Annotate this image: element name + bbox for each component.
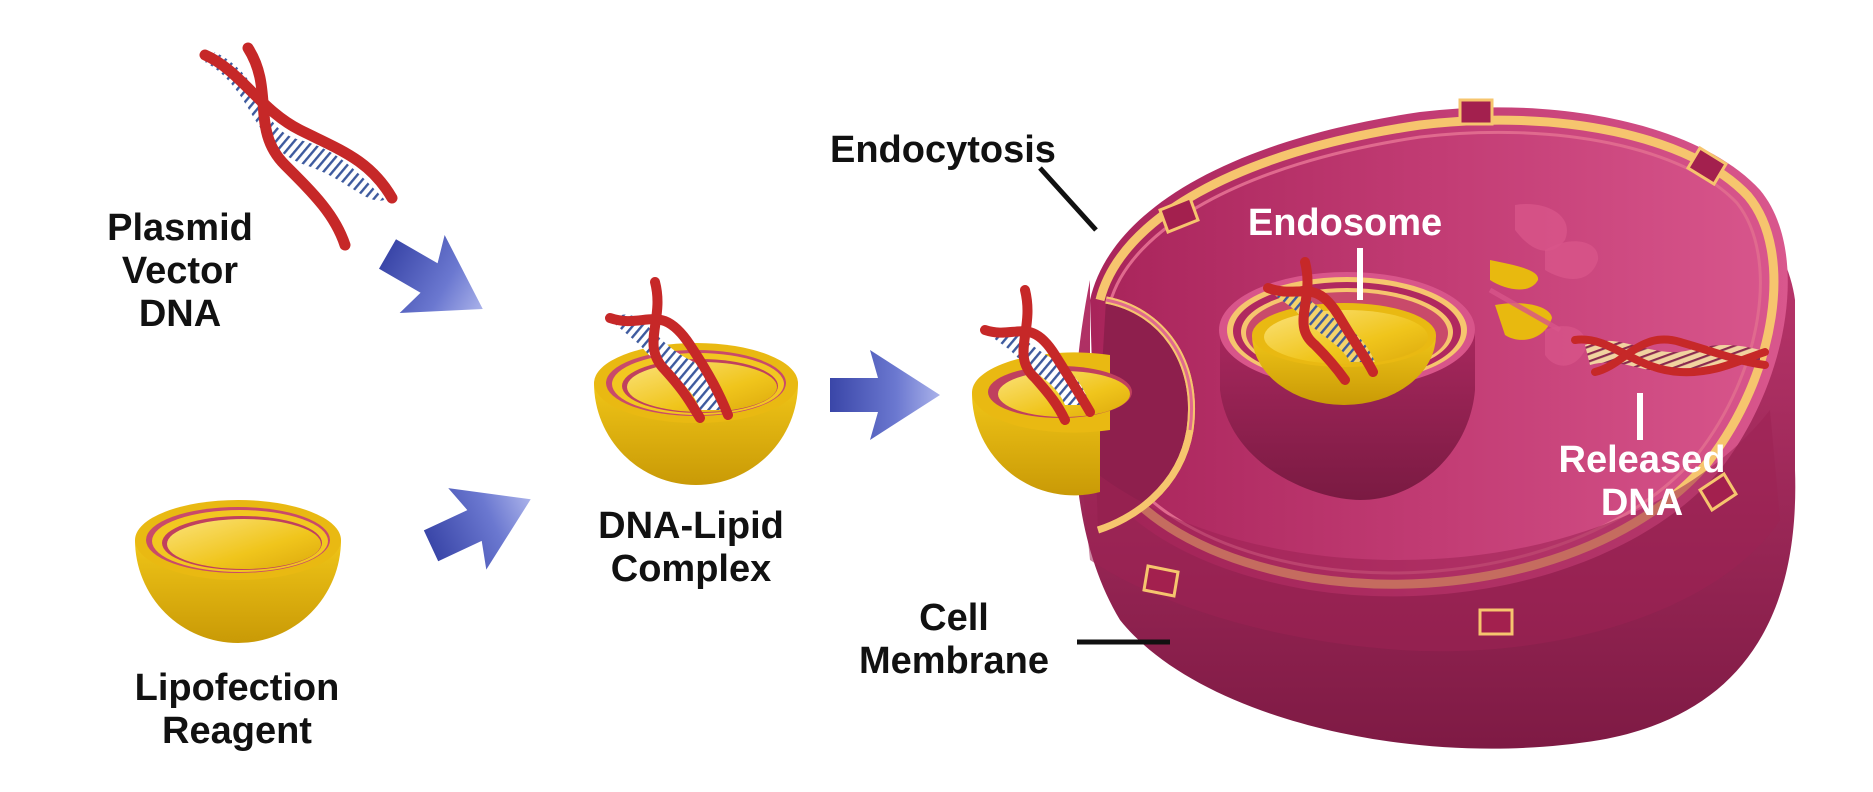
- released-label-line-1: Released: [1559, 439, 1726, 481]
- endocytosis-leader: [1038, 166, 1098, 232]
- endosome-fragments-icon: [1488, 204, 1599, 366]
- membrane-channel-icon: [1142, 98, 1739, 636]
- dna-lipid-complex-icon: [594, 277, 798, 485]
- lipofection-vesicle-icon: [135, 500, 341, 643]
- membrane-label-line-1: Cell: [919, 597, 989, 639]
- entering-complex-icon: [971, 285, 1195, 534]
- plasmid-label-line-3: DNA: [139, 293, 221, 335]
- endosome-label: Endosome: [1248, 202, 1442, 244]
- membrane-label-line-2: Membrane: [859, 640, 1049, 682]
- arrow-right-icon: [379, 235, 483, 313]
- leader-lines: [1038, 166, 1643, 645]
- plasmid-label: Plasmid Vector DNA: [107, 207, 253, 335]
- complex-label-line-2: Complex: [611, 548, 771, 590]
- lipofection-label-line-1: Lipofection: [135, 667, 340, 709]
- plasmid-label-line-1: Plasmid: [107, 207, 253, 249]
- lipofection-label: Lipofection Reagent: [135, 667, 340, 752]
- complex-label: DNA-Lipid Complex: [598, 505, 784, 590]
- complex-label-line-1: DNA-Lipid: [598, 505, 784, 547]
- arrow-right-icon: [830, 350, 940, 440]
- plasmid-dna-icon: [199, 42, 398, 251]
- plasmid-label-line-2: Vector: [122, 250, 238, 292]
- released-dna-icon: [1571, 335, 1769, 377]
- cell-icon: [1074, 98, 1796, 749]
- lipofection-label-line-2: Reagent: [162, 710, 312, 752]
- arrow-right-icon: [423, 488, 531, 570]
- endosome-icon: [1219, 257, 1475, 500]
- endocytosis-label: Endocytosis: [830, 129, 1056, 171]
- released-label-line-2: DNA: [1601, 482, 1683, 524]
